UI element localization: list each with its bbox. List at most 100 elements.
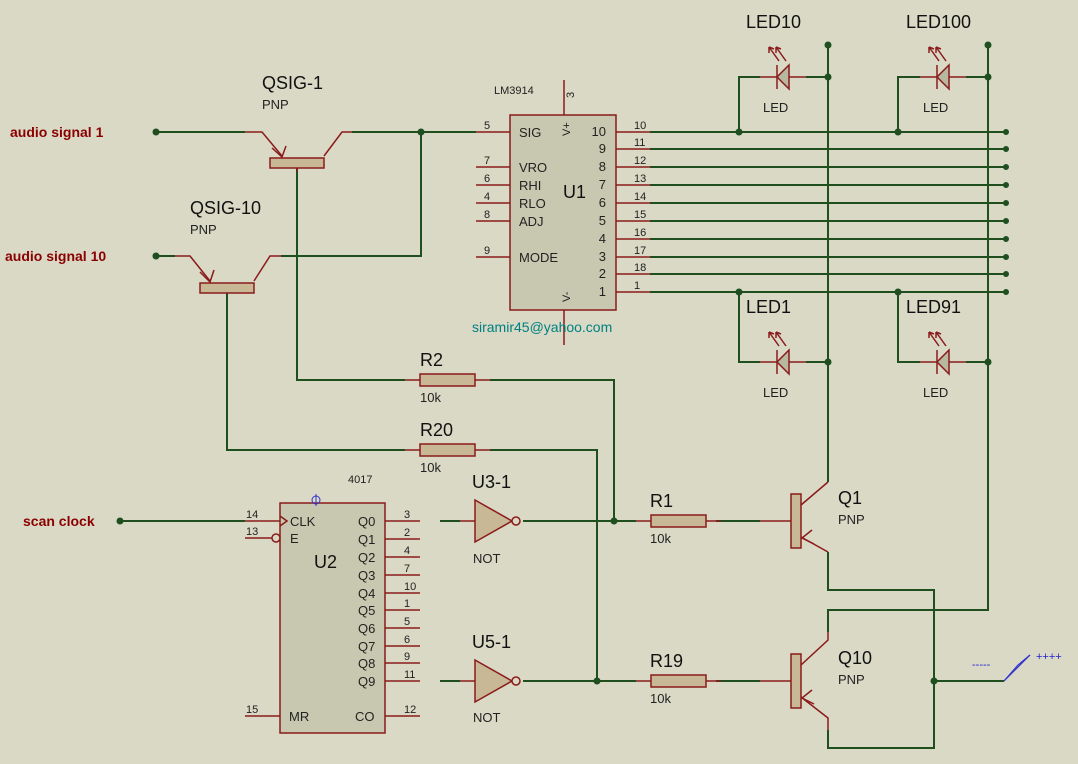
u5-1-name: U5-1 <box>472 632 511 652</box>
audio-signal-1-label: audio signal 1 <box>10 124 104 140</box>
resistor-value: 10k <box>420 460 441 475</box>
u2-output-label: Q3 <box>358 568 375 583</box>
u2-output-pin: 4 <box>404 545 410 557</box>
u1-right-pin-outer: 13 <box>634 173 646 185</box>
led-name: LED10 <box>746 12 801 32</box>
u2-ref: U2 <box>314 552 337 572</box>
led-name: LED91 <box>906 297 961 317</box>
u2-output-pin: 10 <box>404 581 416 593</box>
u5-1-type: NOT <box>473 710 501 725</box>
u1-ref: U1 <box>563 182 586 202</box>
u2-co-label: CO <box>355 709 375 724</box>
u2-output-pin: 3 <box>404 509 410 521</box>
resistor-name: R1 <box>650 491 673 511</box>
u1-left-pin-label: MODE <box>519 250 558 265</box>
led-type: LED <box>923 100 948 115</box>
resistor-value: 10k <box>420 390 441 405</box>
q1-type: PNP <box>838 512 865 527</box>
u1-left-pin-num: 7 <box>484 155 490 167</box>
transistor-qsig-1[interactable]: QSIG-1 PNP <box>245 73 352 172</box>
u2-output-pin: 11 <box>404 669 415 681</box>
q10-name: Q10 <box>838 648 872 668</box>
u1-left-pin-label: ADJ <box>519 214 544 229</box>
u2-clk-pin: 14 <box>246 509 258 521</box>
u1-left-pin-num: 8 <box>484 209 490 221</box>
q1-name: Q1 <box>838 488 862 508</box>
u2-output-pin: 7 <box>404 563 410 575</box>
u3-1-name: U3-1 <box>472 472 511 492</box>
qsig-10-type: PNP <box>190 222 217 237</box>
resistor-r1[interactable]: R1 10k <box>636 491 721 546</box>
u1-right-pin-inner: 7 <box>599 177 606 192</box>
resistor-value: 10k <box>650 531 671 546</box>
led-name: LED1 <box>746 297 791 317</box>
u1-right-pin-inner: 8 <box>599 159 606 174</box>
u2-output-label: Q9 <box>358 674 375 689</box>
wires <box>120 45 1006 749</box>
u3-1-type: NOT <box>473 551 501 566</box>
u1-vplus-pin: 3 <box>565 92 577 98</box>
u1-right-pin-outer: 18 <box>634 262 646 274</box>
u1-right-pin-inner: 2 <box>599 266 606 281</box>
u2-mr-label: MR <box>289 709 309 724</box>
u2-output-label: Q4 <box>358 586 375 601</box>
u1-left-pin-label: VRO <box>519 160 547 175</box>
transistor-qsig-10[interactable]: QSIG-10 PNP <box>175 198 281 294</box>
u1-left-pin-num: 5 <box>484 120 490 132</box>
resistor-name: R19 <box>650 651 683 671</box>
led-name: LED100 <box>906 12 971 32</box>
led-type: LED <box>923 385 948 400</box>
u1-right-pin-inner: 9 <box>599 141 606 156</box>
q10-type: PNP <box>838 672 865 687</box>
u2-output-pin: 6 <box>404 634 410 646</box>
power-plus: ++++ <box>1036 651 1062 663</box>
u1-right-pin-inner: 4 <box>599 231 606 246</box>
u1-right-pin-outer: 15 <box>634 209 646 221</box>
u1-left-pin-num: 9 <box>484 245 490 257</box>
u2-co-pin: 12 <box>404 704 416 716</box>
u1-left-pin-num: 4 <box>484 191 490 203</box>
gate-u5-1[interactable]: U5-1 NOT <box>460 632 521 725</box>
u1-left-pin-num: 6 <box>484 173 490 185</box>
resistor-r19[interactable]: R19 10k <box>636 651 721 706</box>
u1-right-pin-inner: 3 <box>599 249 606 264</box>
power-dashes: ----- <box>972 659 991 671</box>
u2-output-pin: 9 <box>404 651 410 663</box>
led-type: LED <box>763 385 788 400</box>
u2-output-label: Q1 <box>358 532 375 547</box>
gate-u3-1[interactable]: U3-1 NOT <box>460 472 521 566</box>
power-terminal[interactable]: ----- ++++ <box>972 651 1062 682</box>
qsig-1-name: QSIG-1 <box>262 73 323 93</box>
u1-right-pin-outer: 17 <box>634 245 646 257</box>
qsig-10-name: QSIG-10 <box>190 198 261 218</box>
u1-left-pin-label: SIG <box>519 125 541 140</box>
u2-output-label: Q8 <box>358 656 375 671</box>
transistor-q10[interactable]: Q10 PNP <box>760 632 872 730</box>
u1-left-pin-label: RLO <box>519 196 546 211</box>
scan-clock-label: scan clock <box>23 513 95 529</box>
u1-right-pin-outer: 11 <box>634 137 645 149</box>
transistor-q1[interactable]: Q1 PNP <box>760 481 865 553</box>
audio-signal-10-label: audio signal 10 <box>5 248 106 264</box>
u2-output-label: Q5 <box>358 603 375 618</box>
junctions <box>116 41 1009 685</box>
resistor-value: 10k <box>650 691 671 706</box>
qsig-1-type: PNP <box>262 97 289 112</box>
u1-right-pin-outer: 10 <box>634 120 646 132</box>
u1-right-pin-inner: 6 <box>599 195 606 210</box>
u1-right-pin-outer: 12 <box>634 155 646 167</box>
